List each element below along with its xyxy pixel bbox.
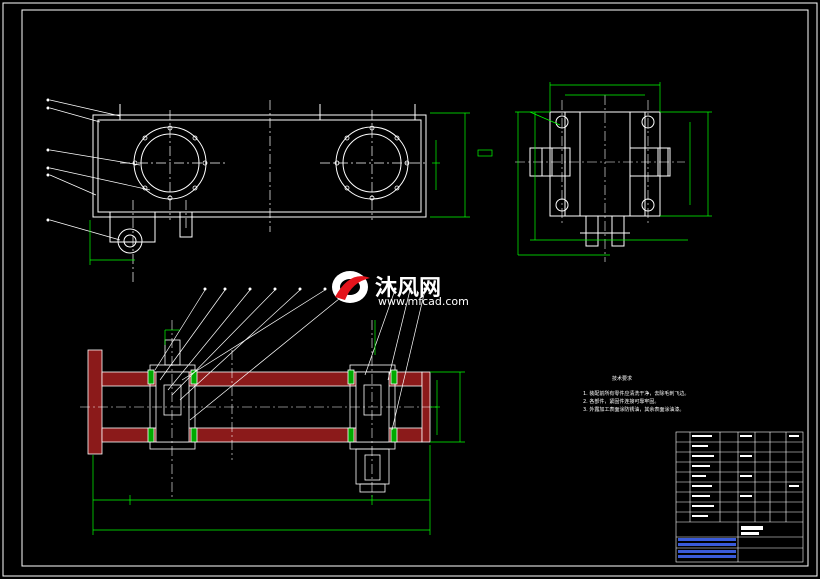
side-view-dimensions [515,82,712,256]
watermark-site-name: 沐风网 [375,276,441,301]
section-dimensions [92,320,465,535]
section-leaders [154,289,426,431]
top-view-balloons [46,98,50,222]
frame-outline [92,114,427,218]
bearing-housing-right [335,126,409,200]
frame-inner [97,119,422,213]
bearing-right [347,364,398,493]
watermark: 沐风网 www.mfcad.com [332,271,469,308]
tech-req-title: 技术要求 [612,375,632,382]
tech-req-item-3: 3. 外露加工表面涂防锈油，其余表面涂油漆。 [583,406,684,413]
section-centerlines [80,320,440,500]
side-view-centerlines [515,95,685,262]
lug-hole [117,228,143,254]
technical-requirements: 技术要求 1. 装配前所有零件应清洗干净，去除毛刺飞边。 2. 各部件，紧固件连… [583,375,689,413]
mfcad-logo-icon [332,271,370,303]
tech-req-item-1: 1. 装配前所有零件应清洗干净，去除毛刺飞边。 [583,390,689,397]
title-block-accents [678,538,736,558]
tech-req-item-2: 2. 各部件，紧固件连接可靠牢固。 [583,398,659,405]
top-view-dimensions [89,112,493,265]
end-plate [87,349,103,455]
watermark-url: www.mfcad.com [378,295,469,308]
inner-border [21,9,809,567]
title-block-marks [692,435,799,535]
side-view [529,111,671,247]
title-block [675,431,804,563]
top-view [92,100,427,285]
top-view-leaders [49,99,151,241]
section-view [80,320,440,500]
